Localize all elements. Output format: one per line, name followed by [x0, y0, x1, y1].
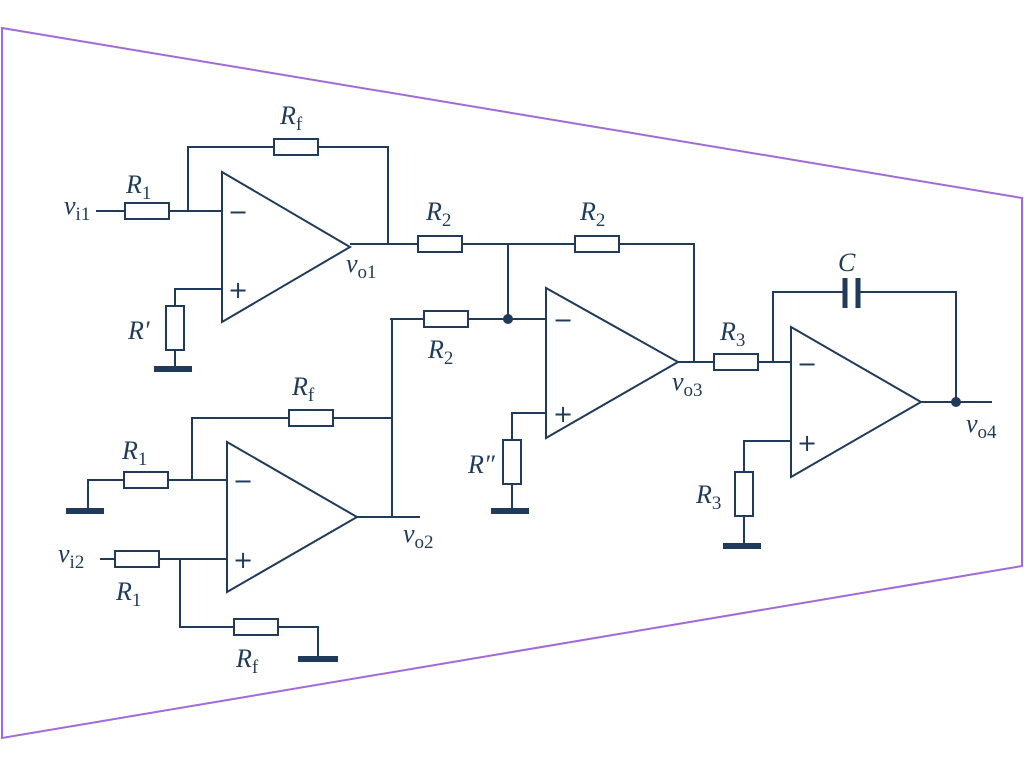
label-r1-bot: R1: [115, 577, 141, 611]
label-r1-mid: R1: [121, 436, 147, 470]
plus-sign: +: [553, 400, 573, 428]
wires: [66, 138, 992, 662]
label-vi2: vi2: [58, 539, 84, 573]
label-r3-a: R3: [719, 317, 745, 351]
plus-sign: +: [228, 276, 248, 304]
resistor-r1-top: [124, 202, 170, 220]
minus-sign: −: [553, 306, 573, 334]
op-amp-signs: − + − + − + − +: [228, 198, 817, 574]
resistor-r2-a: [417, 235, 463, 253]
label-r2-a: R2: [425, 197, 451, 231]
resistor-rdprime: [502, 439, 522, 485]
label-r2-b: R2: [579, 197, 605, 231]
label-rf-bot: Rf: [235, 644, 259, 678]
label-rf-mid: Rf: [291, 372, 315, 406]
op-amp-1: [221, 170, 352, 324]
label-vi1: vi1: [64, 191, 90, 225]
plus-sign: +: [797, 429, 817, 457]
label-r3-b: R3: [695, 480, 721, 514]
minus-sign: −: [233, 467, 253, 495]
labels: Rf R1 vi1 R′ vo1 R2 R2 R2 R″ vo3 R3 C vo…: [58, 101, 997, 678]
label-rdprime: R″: [467, 450, 496, 479]
op-amp-3: [545, 286, 681, 440]
resistor-rf-bot: [233, 618, 279, 636]
resistor-r2-b: [574, 235, 620, 253]
minus-sign: −: [228, 198, 248, 226]
resistor-r1-bot: [114, 550, 160, 568]
resistor-rprime: [165, 305, 185, 351]
minus-sign: −: [797, 350, 817, 378]
resistor-r2-c: [423, 310, 469, 328]
label-rf-top: Rf: [279, 101, 303, 135]
resistor-r3-a: [713, 353, 759, 371]
label-vo4: vo4: [966, 409, 997, 443]
label-vo1: vo1: [346, 249, 377, 283]
junction-dot: [951, 397, 961, 407]
resistor-r1-mid: [123, 471, 169, 489]
label-vo3: vo3: [672, 367, 703, 401]
label-rprime: R′: [127, 316, 150, 345]
resistor-rf-mid: [288, 409, 334, 427]
label-r2-c: R2: [427, 335, 453, 369]
label-r1-top: R1: [125, 170, 151, 204]
resistor-rf-top: [273, 138, 319, 156]
plus-sign: +: [233, 546, 253, 574]
perspective-frame: [0, 26, 1023, 740]
label-vo2: vo2: [403, 519, 434, 553]
label-c: C: [838, 248, 856, 277]
op-amp-2: [226, 440, 360, 594]
junction-dot: [503, 314, 513, 324]
resistor-r3-b: [734, 471, 754, 517]
op-amp-4: [790, 325, 924, 479]
